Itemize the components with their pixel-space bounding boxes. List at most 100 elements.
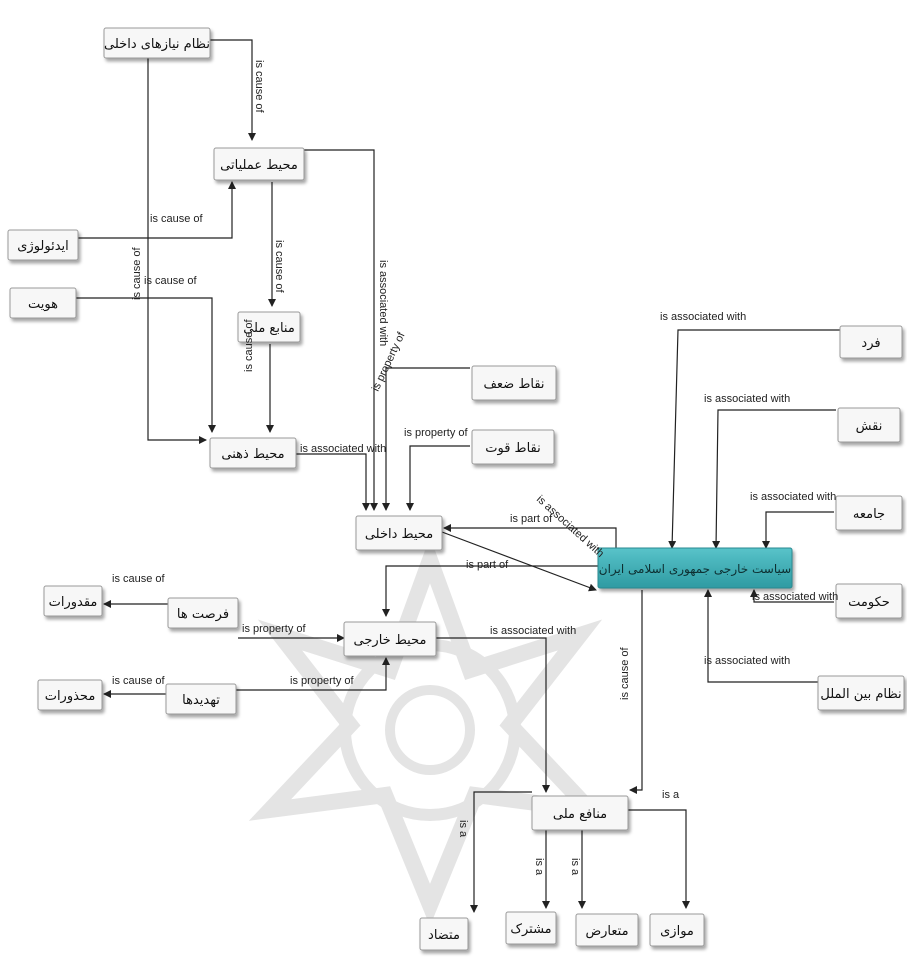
node-label: متعارض [585, 924, 628, 939]
edge-e18 [704, 589, 818, 683]
node-n22[interactable]: متضاد [419, 917, 469, 951]
node-box [471, 429, 555, 465]
node-n9[interactable]: محیط داخلی [355, 515, 443, 551]
node-n25[interactable]: موازی [649, 913, 705, 947]
node-box [343, 621, 437, 657]
node-label: محیط ذهنی [221, 447, 284, 462]
edge-e12 [441, 531, 597, 592]
node-label: محیط داخلی [365, 527, 433, 542]
node-label: متضاد [428, 928, 460, 943]
node-n19[interactable]: محذورات [37, 679, 103, 711]
edge-e22 [236, 657, 390, 691]
node-n18[interactable]: محیط خارجی [343, 621, 437, 657]
edge-label-e25: is a [457, 820, 469, 838]
edge-e17 [750, 589, 834, 603]
node-n8[interactable]: نقاط قوت [471, 429, 555, 465]
edge-e9 [382, 367, 470, 511]
node-n13[interactable]: جامعه [835, 495, 903, 531]
node-n2[interactable]: محیط عملیاتی [213, 147, 305, 181]
node-box [575, 913, 639, 947]
node-n3[interactable]: ایدئولوژی [7, 229, 79, 261]
node-n7[interactable]: نقاط ضعف [471, 365, 557, 401]
edge-e2 [147, 58, 207, 444]
edge-label-e2: is cause of [131, 246, 143, 300]
node-label: مقدورات [49, 595, 98, 610]
edge-label-e20: is property of [242, 623, 307, 635]
edge-label-e28: is a [662, 789, 680, 801]
edge-label-e15: is associated with [704, 393, 790, 405]
edge-e16 [762, 511, 834, 549]
node-box [835, 583, 903, 619]
node-label: هویت [28, 297, 58, 312]
node-n14[interactable]: حکومت [835, 583, 903, 619]
node-n12[interactable]: نقش [837, 407, 901, 443]
edge-label-e1: is cause of [253, 60, 265, 114]
nodes-layer: نظام نیازهای داخلی محیط عملیاتی ایدئولوژی ه… [7, 27, 905, 951]
node-box [817, 675, 905, 711]
node-n21[interactable]: منافع ملی [531, 795, 629, 831]
node-box [531, 795, 629, 831]
node-label: مشترک [510, 922, 551, 937]
edge-label-e24: is cause of [619, 646, 631, 700]
edge-label-e14: is associated with [660, 311, 746, 323]
node-box [237, 311, 301, 343]
node-n16[interactable]: مقدورات [43, 585, 103, 617]
node-box [471, 365, 557, 401]
edges-layer [76, 39, 840, 913]
edge-label-e21: is cause of [112, 675, 166, 687]
node-box [419, 917, 469, 951]
node-box [103, 27, 211, 59]
edge-e14 [668, 329, 840, 549]
node-n17[interactable]: فرصت ها [167, 597, 239, 629]
node-n15[interactable]: نظام بین الملل [817, 675, 905, 711]
node-n4[interactable]: هویت [9, 287, 77, 319]
node-label: محیط عملیاتی [220, 158, 298, 173]
node-label: نقاط قوت [485, 441, 540, 456]
edge-label-e8: is associated with [300, 443, 386, 455]
node-label: نقاط ضعف [483, 377, 544, 392]
edge-label-e10: is property of [404, 427, 469, 439]
edge-label-e23: is associated with [490, 625, 576, 637]
node-box [505, 911, 557, 945]
edge-e10 [406, 445, 470, 511]
node-n20[interactable]: تهدیدها [165, 683, 237, 715]
node-box [209, 437, 297, 469]
node-box [649, 913, 705, 947]
edge-e28 [628, 809, 690, 909]
edge-label-e12: is associated with [534, 493, 606, 560]
edge-label-e3: is cause of [150, 213, 204, 225]
edge-label-e16: is associated with [750, 491, 836, 503]
node-label: محیط خارجی [354, 633, 427, 648]
node-box [43, 585, 103, 617]
edge-label-e5: is cause of [273, 240, 285, 294]
node-box [7, 229, 79, 261]
node-label: نقش [856, 419, 883, 434]
node-box [165, 683, 237, 715]
edge-label-e13: is part of [466, 559, 509, 571]
edge-label-e27: is a [569, 858, 581, 876]
node-label: محذورات [45, 689, 96, 704]
node-n11[interactable]: فرد [839, 325, 903, 359]
node-n23[interactable]: مشترک [505, 911, 557, 945]
node-label: منابع ملی [243, 321, 295, 336]
node-box [835, 495, 903, 531]
node-box [355, 515, 443, 551]
node-n5[interactable]: منابع ملی [237, 311, 301, 343]
node-box [9, 287, 77, 319]
edge-label-e19: is cause of [112, 573, 166, 585]
node-label: منافع ملی [553, 807, 607, 822]
node-n6[interactable]: محیط ذهنی [209, 437, 297, 469]
node-box [213, 147, 305, 181]
edge-label-e17: is associated with [752, 591, 838, 603]
edge-e7 [304, 149, 378, 511]
edge-e4 [76, 297, 216, 433]
edge-label-e7: is associated with [377, 260, 389, 346]
node-label: سیاست خارجی جمهوری اسلامی ایران [599, 562, 791, 577]
node-label: حکومت [848, 595, 890, 610]
node-n10[interactable]: سیاست خارجی جمهوری اسلامی ایران [597, 547, 793, 589]
node-label: موازی [660, 924, 694, 939]
node-n24[interactable]: متعارض [575, 913, 639, 947]
edge-label-e18: is associated with [704, 655, 790, 667]
node-n1[interactable]: نظام نیازهای داخلی [103, 27, 211, 59]
